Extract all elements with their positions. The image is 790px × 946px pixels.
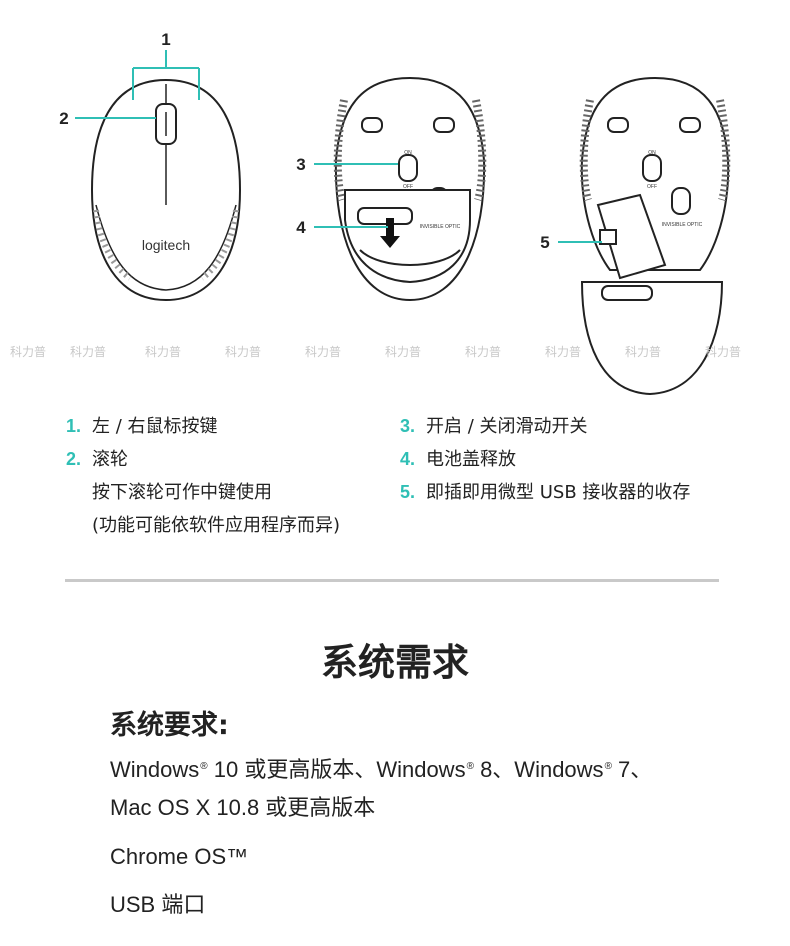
callout-4: 4 [296,218,306,237]
legend-text: 即插即用微型 USB 接收器的收存 [426,482,691,503]
callout-lines [75,50,602,243]
svg-text:科力普: 科力普 [465,345,501,359]
svg-text:科力普: 科力普 [705,345,741,359]
legend-item-3: 3. 开启 / 关闭滑动开关 [400,410,690,443]
legend-num: 3. [400,416,416,436]
legend-left: 1. 左 / 右鼠标按键 2. 滚轮 按下滚轮可作中键使用 (功能可能依软件应用… [66,410,340,542]
legend-num: 2. [66,449,82,469]
legend-item-1: 1. 左 / 右鼠标按键 [66,410,340,443]
requirement-usb-port: USB 端口 [110,892,206,917]
mouse-top-view [90,78,242,302]
legend-num: 5. [400,482,416,502]
legend-text: 滚轮 [92,449,128,470]
callout-5: 5 [540,233,549,252]
callout-3: 3 [296,155,305,174]
legend-num: 1. [66,416,82,436]
legend-text: 按下滚轮可作中键使用 [92,482,272,503]
logitech-logo: logitech [142,237,190,253]
legend-text: (功能可能依软件应用程序而异) [92,515,341,536]
sensor-label-2: INVISIBLE OPTIC [662,222,703,228]
svg-text:科力普: 科力普 [225,345,261,359]
sensor-label: INVISIBLE OPTIC [420,224,461,230]
down-arrow-icon [380,218,400,248]
mouse-diagram: logitech ON OFF INVISIBLE OPTIC ON OFF I… [10,30,741,396]
watermark-band: 科力普 科力普 科力普 科力普 科力普 科力普 科力普 科力普 科力普 科力普 [10,345,741,359]
switch-on-label-2: ON [648,150,656,156]
requirement-os-windows: Windows® 10 或更高版本、Windows® 8、Windows® 7、 [110,757,653,782]
svg-text:科力普: 科力普 [545,345,581,359]
legend-right: 3. 开启 / 关闭滑动开关 4. 电池盖释放 5. 即插即用微型 USB 接收… [400,410,690,509]
mouse-bottom-view-open [579,76,731,396]
switch-on-label: ON [404,150,412,156]
svg-text:科力普: 科力普 [625,345,661,359]
requirement-os-mac: Mac OS X 10.8 或更高版本 [110,795,376,820]
legend-item-4: 4. 电池盖释放 [400,443,690,476]
legend-text: 开启 / 关闭滑动开关 [426,416,588,437]
legend-text: 电池盖释放 [426,449,516,470]
mouse-bottom-view-closed [333,76,487,302]
legend-text: 左 / 右鼠标按键 [92,416,218,437]
callout-2: 2 [59,109,68,128]
svg-text:科力普: 科力普 [70,345,106,359]
legend-item-2: 2. 滚轮 按下滚轮可作中键使用 (功能可能依软件应用程序而异) [66,443,340,542]
legend-num: 4. [400,449,416,469]
svg-text:科力普: 科力普 [10,345,46,359]
svg-text:科力普: 科力普 [305,345,341,359]
svg-text:科力普: 科力普 [385,345,421,359]
requirement-os-chrome: Chrome OS™ [110,844,249,869]
section-divider [65,579,719,582]
switch-off-label: OFF [403,184,413,190]
callout-1: 1 [161,30,170,49]
requirements-heading: 系统要求: [110,710,229,741]
switch-off-label-2: OFF [647,184,657,190]
section-title: 系统需求 [321,641,469,684]
svg-text:科力普: 科力普 [145,345,181,359]
legend-item-5: 5. 即插即用微型 USB 接收器的收存 [400,476,690,509]
